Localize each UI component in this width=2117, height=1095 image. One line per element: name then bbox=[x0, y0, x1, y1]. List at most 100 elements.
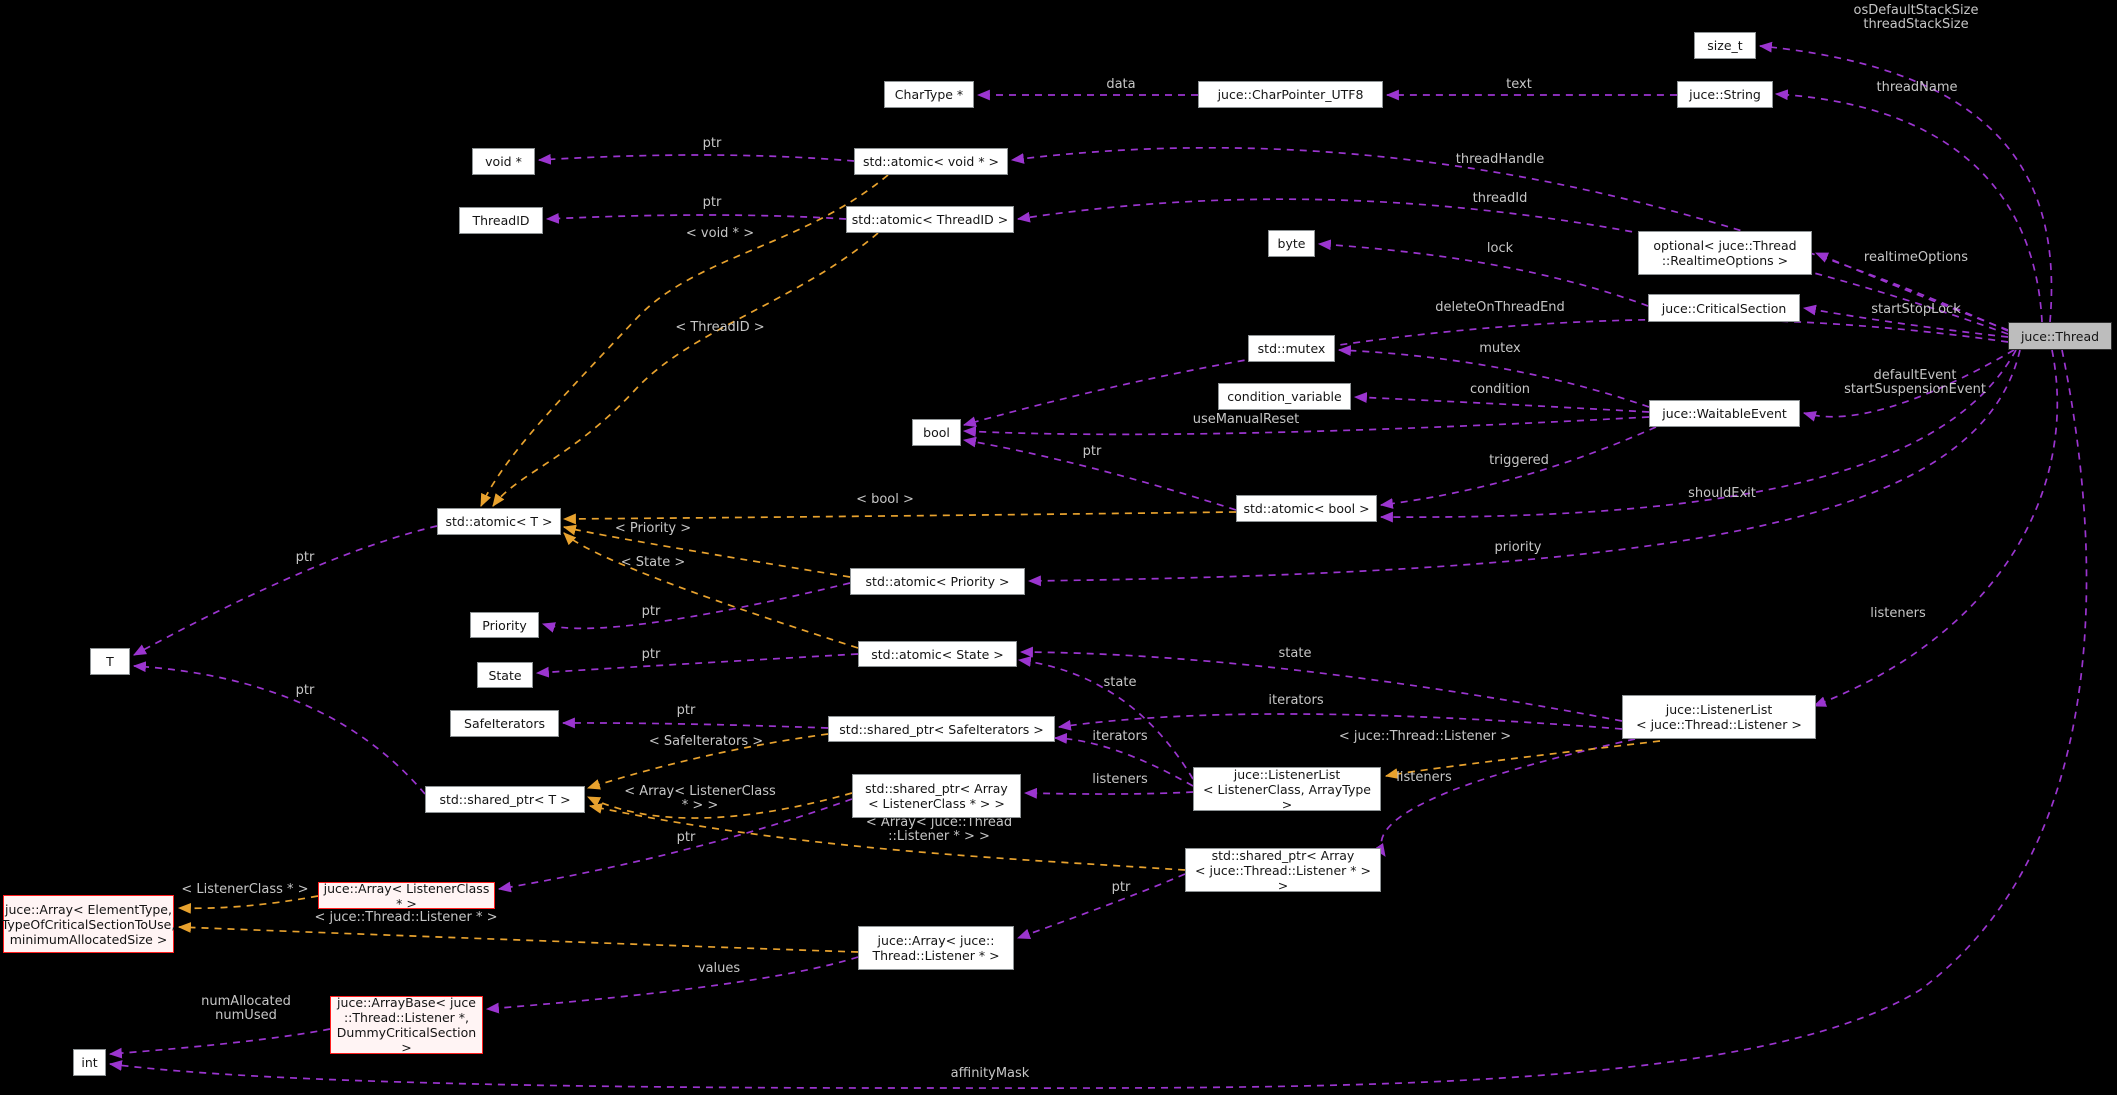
edge-label-thread-ll_right: listeners bbox=[1870, 606, 1926, 621]
edge-ll_mid-to-sp_safeiter bbox=[1053, 733, 1194, 787]
node-threadid[interactable]: ThreadID bbox=[459, 207, 543, 234]
edge-thread-to-size_t bbox=[1758, 41, 2053, 323]
edge-atomic_state-to-state bbox=[535, 653, 859, 678]
node-critsec[interactable]: juce::CriticalSection bbox=[1648, 294, 1800, 322]
edge-waitable-to-condvar bbox=[1353, 392, 1650, 413]
node-atomic_threadid[interactable]: std::atomic< ThreadID > bbox=[846, 206, 1014, 233]
edge-label-sp_array_lc-array_lc: ptr bbox=[677, 830, 696, 845]
node-chartype[interactable]: CharType * bbox=[884, 81, 974, 108]
edge-atomic_priority-to-priority bbox=[541, 582, 851, 633]
node-string[interactable]: juce::String bbox=[1677, 81, 1773, 108]
edge-atomic_voidp-to-voidp bbox=[537, 153, 855, 165]
edge-thread-to-atomic_priority bbox=[1027, 349, 2021, 587]
edge-atomic_state-to-atomic_t bbox=[563, 532, 859, 649]
node-int[interactable]: int bbox=[73, 1049, 106, 1076]
node-t[interactable]: T bbox=[90, 648, 130, 675]
node-mutex[interactable]: std::mutex bbox=[1248, 335, 1335, 362]
edge-thread-to-ll_right bbox=[1812, 349, 2059, 707]
edge-sp_safeiter-to-sp_t bbox=[586, 733, 829, 790]
edge-label-critsec-byte: lock bbox=[1487, 241, 1514, 256]
edge-waitable-to-mutex bbox=[1337, 345, 1650, 408]
edge-ll_mid-to-atomic_state bbox=[1017, 656, 1194, 780]
edge-array_lc-to-array_elem bbox=[177, 895, 319, 914]
node-atomic_priority[interactable]: std::atomic< Priority > bbox=[850, 568, 1025, 595]
node-sp_array_lc[interactable]: std::shared_ptr< Array < ListenerClass *… bbox=[852, 774, 1021, 818]
edge-label-atomic_priority-priority: ptr bbox=[642, 604, 661, 619]
edge-label-arraybase-int-1: numUsed bbox=[215, 1008, 277, 1023]
node-safeiter[interactable]: SafeIterators bbox=[450, 710, 559, 737]
edge-label-charptr-chartype: data bbox=[1106, 77, 1135, 92]
edge-label-ll_right-sp_array_tl: listeners bbox=[1396, 770, 1452, 785]
edge-sp_array_lc-to-sp_t bbox=[587, 792, 853, 819]
edge-atomic_voidp-to-atomic_t bbox=[480, 174, 889, 507]
edge-label-thread-bool: deleteOnThreadEnd bbox=[1435, 300, 1565, 315]
edge-label-thread-int: affinityMask bbox=[951, 1066, 1030, 1081]
edge-sp_array_lc-to-array_lc bbox=[497, 798, 853, 893]
node-atomic_t[interactable]: std::atomic< T > bbox=[437, 508, 561, 535]
node-sp_safeiter[interactable]: std::shared_ptr< SafeIterators > bbox=[828, 716, 1055, 742]
edge-label-waitable-atomic_bool: triggered bbox=[1489, 453, 1549, 468]
edge-label-thread-waitable-0: defaultEvent bbox=[1874, 368, 1957, 383]
edge-label-thread-waitable-1: startSuspensionEvent bbox=[1844, 382, 1986, 397]
node-state[interactable]: State bbox=[477, 662, 533, 688]
edge-label-ll_mid-sp_safeiter: iterators bbox=[1092, 729, 1147, 744]
edge-sp_array_tl-to-array_tl bbox=[1016, 873, 1186, 940]
edge-label-array_tl-array_elem: < juce::Thread::Listener * > bbox=[315, 910, 498, 925]
edge-label-ll_mid-atomic_state: state bbox=[1104, 675, 1137, 690]
node-ll_right[interactable]: juce::ListenerList < juce::Thread::Liste… bbox=[1622, 695, 1816, 739]
edge-ll_right-to-sp_safeiter bbox=[1057, 713, 1623, 731]
edge-label-sp_safeiter-safeiter: ptr bbox=[677, 703, 696, 718]
node-array_tl[interactable]: juce::Array< juce:: Thread::Listener * > bbox=[858, 926, 1014, 970]
node-size_t[interactable]: size_t bbox=[1694, 32, 1756, 59]
edge-label-arraybase-int-0: numAllocated bbox=[201, 994, 291, 1009]
edge-critsec-to-byte bbox=[1317, 239, 1649, 307]
edge-label-thread-critsec: startStopLock bbox=[1871, 302, 1961, 317]
node-voidp[interactable]: void * bbox=[472, 148, 535, 175]
edge-label-thread-atomic_voidp: threadHandle bbox=[1456, 152, 1544, 167]
node-atomic_voidp[interactable]: std::atomic< void * > bbox=[854, 148, 1008, 175]
edge-atomic_threadid-to-atomic_t bbox=[492, 232, 879, 507]
edge-label-ll_mid-sp_array_lc: listeners bbox=[1092, 772, 1148, 787]
node-byte[interactable]: byte bbox=[1268, 230, 1315, 257]
edge-atomic_threadid-to-threadid bbox=[545, 213, 847, 224]
node-array_lc[interactable]: juce::Array< ListenerClass * > bbox=[318, 881, 495, 911]
edge-label-atomic_t-t: ptr bbox=[296, 550, 315, 565]
node-thread[interactable]: juce::Thread bbox=[2008, 322, 2112, 350]
node-sp_array_tl[interactable]: std::shared_ptr< Array < juce::Thread::L… bbox=[1185, 848, 1381, 893]
edge-label-atomic_threadid-threadid: ptr bbox=[703, 195, 722, 210]
edge-atomic_t-to-t bbox=[133, 525, 438, 656]
edge-label-array_lc-array_elem: < ListenerClass * > bbox=[181, 882, 308, 897]
node-sp_t[interactable]: std::shared_ptr< T > bbox=[425, 786, 585, 813]
node-array_elem[interactable]: juce::Array< ElementType, TypeOfCritical… bbox=[2, 895, 175, 953]
edge-ll_right-to-ll_mid bbox=[1384, 740, 1661, 779]
edge-thread-to-optional bbox=[1815, 252, 2009, 331]
edge-label-atomic_priority-atomic_t: < Priority > bbox=[615, 521, 691, 536]
node-condvar[interactable]: condition_variable bbox=[1218, 383, 1351, 410]
node-charptr[interactable]: juce::CharPointer_UTF8 bbox=[1198, 81, 1383, 108]
edge-label-sp_array_tl-sp_t-1: ::Listener * > > bbox=[888, 829, 990, 844]
edge-label-atomic_state-state: ptr bbox=[642, 647, 661, 662]
edge-label-atomic_threadid-atomic_t: < ThreadID > bbox=[675, 320, 764, 335]
edge-label-atomic_voidp-voidp: ptr bbox=[703, 136, 722, 151]
node-waitable[interactable]: juce::WaitableEvent bbox=[1649, 400, 1800, 427]
edge-label-waitable-bool: useManualReset bbox=[1193, 412, 1300, 427]
node-atomic_bool[interactable]: std::atomic< bool > bbox=[1236, 495, 1377, 522]
edge-thread-to-atomic_threadid bbox=[1016, 198, 2009, 335]
edge-label-array_tl-arraybase: values bbox=[698, 961, 741, 976]
node-atomic_state[interactable]: std::atomic< State > bbox=[858, 641, 1017, 667]
edge-label-sp_array_lc-sp_t-1: * > > bbox=[682, 798, 719, 813]
edge-label-ll_right-atomic_state: state bbox=[1279, 646, 1312, 661]
node-bool[interactable]: bool bbox=[912, 419, 961, 446]
edge-thread-to-int bbox=[108, 349, 2088, 1089]
edge-label-ll_right-ll_mid: < juce::Thread::Listener > bbox=[1339, 729, 1511, 744]
node-arraybase[interactable]: juce::ArrayBase< juce ::Thread::Listener… bbox=[330, 995, 483, 1055]
edge-label-atomic_state-atomic_t: < State > bbox=[621, 555, 685, 570]
node-optional[interactable]: optional< juce::Thread ::RealtimeOptions… bbox=[1638, 231, 1812, 275]
edge-label-thread-size_t-0: osDefaultStackSize bbox=[1854, 3, 1979, 18]
edge-atomic_priority-to-atomic_t bbox=[562, 524, 851, 578]
node-priority[interactable]: Priority bbox=[470, 612, 539, 638]
edge-label-thread-atomic_priority: priority bbox=[1495, 540, 1542, 555]
edge-label-sp_array_tl-array_tl: ptr bbox=[1112, 880, 1131, 895]
node-ll_mid[interactable]: juce::ListenerList < ListenerClass, Arra… bbox=[1193, 767, 1381, 812]
edge-label-sp_array_lc-sp_t-0: < Array< ListenerClass bbox=[624, 784, 776, 799]
